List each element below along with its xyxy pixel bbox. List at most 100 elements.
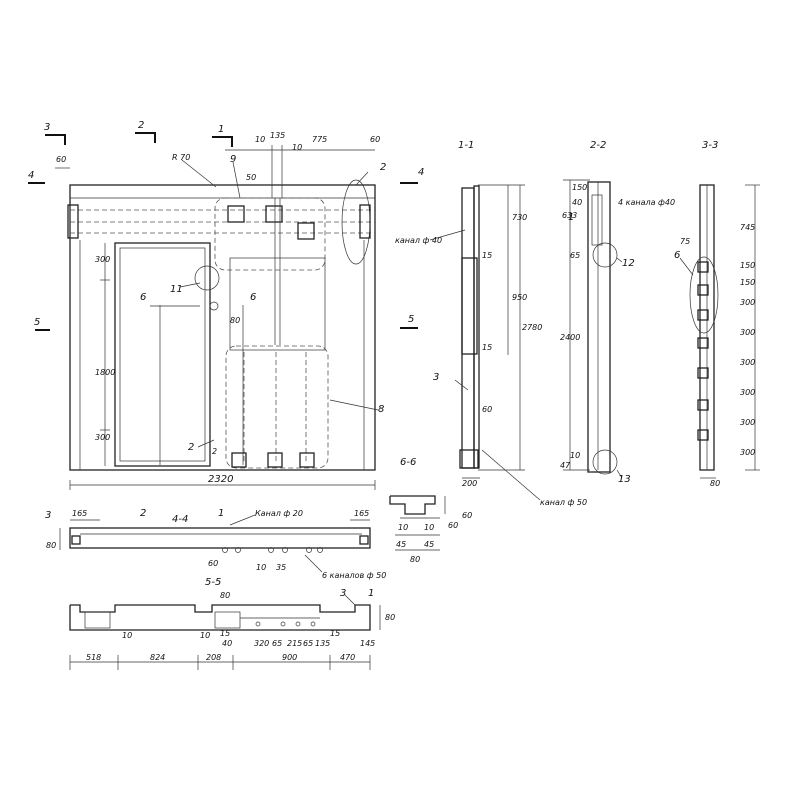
dim-s55-inner-1: 10 [200, 631, 210, 640]
dim-s11-6: 200 [462, 479, 477, 488]
dim-top-4: 60 [370, 135, 380, 144]
dim-s33-4: 300 [740, 298, 755, 307]
dim-s33-7: 300 [740, 388, 755, 397]
dim-top-2: 10 [292, 143, 302, 152]
dim-s33-0: 745 [740, 223, 755, 232]
dim-s55-bottom-3: 900 [282, 653, 297, 662]
dim-s55-inner-0: 10 [122, 631, 132, 640]
dim-s55-bottom-0: 518 [86, 653, 101, 662]
dim-overall-2320: 2320 [208, 474, 233, 485]
note-channel-40: канал ф 40 [395, 236, 442, 245]
mark-5-left: 5 [34, 317, 40, 328]
callout-3-s11: 3 [433, 372, 439, 383]
dim-s33-6: 300 [740, 358, 755, 367]
dim-s55-top-1: 80 [385, 613, 395, 622]
dim-s33-1: 75 [680, 237, 690, 246]
title-section-4-4: 4-4 [172, 514, 188, 525]
dim-s55-inner-9: 15 [330, 629, 340, 638]
dim-s66-0: 10 [398, 523, 408, 532]
section-4-4 [59, 514, 371, 573]
dim-s55-bottom-4: 470 [340, 653, 355, 662]
dim-s66-1: 10 [424, 523, 434, 532]
title-section-1-1: 1-1 [458, 140, 474, 151]
mark-1-bottom: 1 [218, 508, 224, 519]
dim-s33-3: 150 [740, 278, 755, 287]
note-channel-50: канал ф 50 [540, 498, 587, 507]
title-section-3-3: 3-3 [702, 140, 718, 151]
callout-6: 6 [674, 250, 680, 261]
dim-s11-1: 15 [482, 251, 492, 260]
labels: 3 2 1 4 4 5 5 6 6 3 2 1 1-1 2-2 3-3 4-4 … [28, 120, 755, 662]
dim-2: 2 [212, 447, 217, 456]
title-section-2-2: 2-2 [590, 140, 606, 151]
mark-3-top: 3 [44, 122, 50, 133]
dim-s55-inner-3: 40 [222, 639, 232, 648]
dim-top-1: 135 [270, 131, 285, 140]
dim-s66-5: 60 [448, 521, 458, 530]
section-2-2 [563, 179, 623, 479]
callout-12: 12 [622, 258, 635, 269]
mark-3-bottom: 3 [45, 510, 51, 521]
dim-s55-top-0: 80 [220, 591, 230, 600]
title-section-6-6: 6-6 [400, 457, 416, 468]
dim-s11-0: 730 [512, 213, 527, 222]
mark-6-right: 6 [250, 292, 256, 303]
dim-s55-inner-4: 320 [254, 639, 269, 648]
callout-2-door: 2 [188, 442, 194, 453]
dim-s11-4: 15 [482, 343, 492, 352]
callout-13: 13 [618, 474, 631, 485]
dim-s55-bottom-2: 208 [206, 653, 221, 662]
mark-4-left: 4 [28, 170, 34, 181]
callout-9: 9 [230, 154, 236, 165]
dim-s22-0: 633 [562, 211, 577, 220]
dim-300-lower: 300 [95, 433, 110, 442]
callout-1-s22: 1 [568, 212, 574, 223]
mark-5-right: 5 [408, 314, 414, 325]
section-1-1 [429, 184, 541, 501]
note-4-channels-40: 4 канала ф40 [618, 198, 675, 207]
dim-s44-2: 80 [46, 541, 56, 550]
dim-s55-inner-5: 65 [272, 639, 282, 648]
dim-s22-1: 40 [572, 198, 582, 207]
main-elevation [28, 132, 418, 490]
section-6-6 [389, 495, 446, 551]
dim-s33-10: 80 [710, 479, 720, 488]
note-6-channels-50: 6 каналов ф 50 [322, 571, 386, 580]
title-section-5-5: 5-5 [205, 577, 221, 588]
dim-s44-1: 165 [354, 509, 369, 518]
mark-2-top: 2 [138, 120, 144, 131]
dim-s22-2: 150 [572, 183, 587, 192]
dim-s44-3: 60 [208, 559, 218, 568]
dim-s55-inner-6: 215 [287, 639, 302, 648]
dim-s55-inner-2: 15 [220, 629, 230, 638]
dim-s33-5: 300 [740, 328, 755, 337]
callout-2-right: 2 [380, 162, 386, 173]
dim-s55-bottom-1: 824 [150, 653, 165, 662]
dim-s66-6: 60 [462, 511, 472, 520]
note-r70: R 70 [172, 153, 190, 162]
dim-s22-3: 65 [570, 251, 580, 260]
mark-1-top: 1 [218, 124, 224, 135]
mark-6-left: 6 [140, 292, 146, 303]
dim-s33-9: 300 [740, 448, 755, 457]
dim-1800: 1800 [95, 368, 115, 377]
callout-8: 8 [378, 404, 384, 415]
dim-s11-5: 60 [482, 405, 492, 414]
dim-s11-3: 2780 [522, 323, 542, 332]
section-3-3 [679, 184, 760, 479]
section-5-5 [69, 594, 381, 670]
dim-s33-2: 150 [740, 261, 755, 270]
callout-1-s55: 1 [368, 588, 374, 599]
dim-s44-5: 35 [276, 563, 286, 572]
dim-s55-inner-7: 65 [303, 639, 313, 648]
dim-s22-4: 2400 [560, 333, 580, 342]
dim-80: 80 [230, 316, 240, 325]
note-channel-20: Канал ф 20 [255, 509, 303, 518]
dim-s22-5: 10 [570, 451, 580, 460]
callout-3-s55: 3 [340, 588, 346, 599]
dim-s22-6: 47 [560, 461, 571, 470]
dim-left-60: 60 [56, 155, 66, 164]
mark-2-bottom: 2 [140, 508, 146, 519]
dim-50: 50 [246, 173, 256, 182]
